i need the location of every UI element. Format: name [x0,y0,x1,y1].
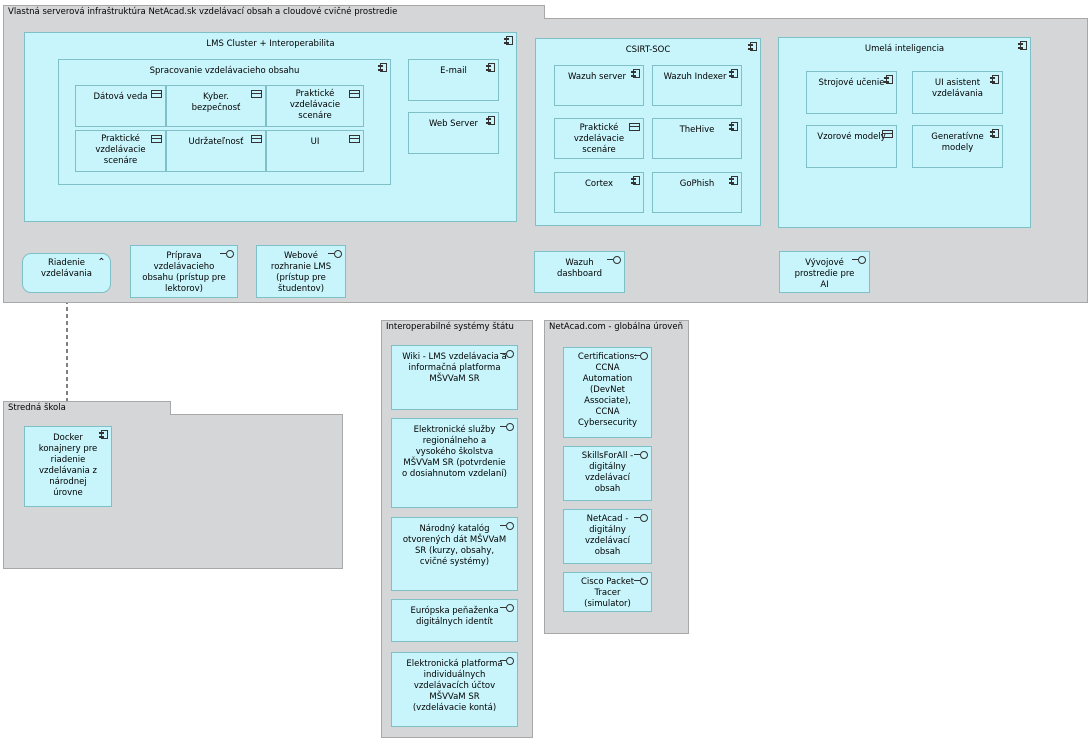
data-object-icon [349,90,360,98]
data-object-icon [151,135,162,143]
component-icon [486,63,495,72]
wazuh-server[interactable]: Wazuh server [554,65,644,106]
item-ai[interactable]: UI [266,130,364,172]
education-management[interactable]: Riadenie vzdelávania ⌃ [22,253,111,293]
content-processing-title: Spracovanie vzdelávacieho obsahu [149,66,300,76]
csirt-title: CSIRT-SOC [625,45,671,55]
function-icon: ⌃ [97,257,106,268]
item-cyber-security[interactable]: Kyber. bezpečnosť [166,85,266,127]
data-object-icon [882,130,893,138]
global-item-packet-tracer[interactable]: Cisco Packet Tracer (simulator) [563,572,652,612]
lms-cluster-title: LMS Cluster + Interoperabilita [206,39,335,49]
data-object-icon [151,90,162,98]
interface-icon [852,256,866,264]
ai-dev-environment[interactable]: Vývojové prostredie pre AI [779,251,870,293]
data-object-icon [629,123,640,131]
component-icon [99,430,108,439]
global-item-skillsforall[interactable]: SkillsForAll - digitálny vzdelávací obsa… [563,446,652,501]
ai-assistant[interactable]: UI asistent vzdelávania [912,71,1003,114]
webserver-component[interactable]: Web Server [408,112,499,154]
component-icon [729,122,738,131]
interface-icon [500,604,514,612]
component-icon [990,129,999,138]
global-item-netacad[interactable]: NetAcad - digitálny vzdelávací obsah [563,509,652,564]
interface-icon [500,350,514,358]
email-component[interactable]: E-mail [408,59,499,101]
thehive[interactable]: TheHive [652,118,742,159]
item-practical-scenarios-1[interactable]: Praktické vzdelávacie scenáre [266,85,364,127]
sample-models[interactable]: Vzorové modely [806,125,897,168]
interface-icon [634,352,648,360]
data-object-icon [251,90,262,98]
interface-icon [607,256,621,264]
wazuh-indexer[interactable]: Wazuh Indexer [652,65,742,106]
group-state-title: Interoperabilné systémy štátu [381,320,533,334]
global-item-certifications[interactable]: Certifications: CCNA Automation (DevNet … [563,347,652,438]
wazuh-dashboard[interactable]: Wazuh dashboard [534,251,625,293]
state-item-open-data[interactable]: Národný katalóg otvorených dát MŠVVaM SR… [391,517,518,591]
group-main-title: Vlastná serverová infraštruktúra NetAcad… [3,5,545,19]
lms-web-interface[interactable]: Webové rozhranie LMS (prístup pre študen… [256,245,346,298]
interface-icon [500,522,514,530]
csirt-scenarios[interactable]: Praktické vzdelávacie scenáre [554,118,644,159]
item-data-science[interactable]: Dátová veda [75,85,166,127]
generative-models[interactable]: Generatívne modely [912,125,1003,168]
state-item-eudi-wallet[interactable]: Európska peňaženka digitálnych identít [391,599,518,642]
gophish[interactable]: GoPhish [652,172,742,213]
component-icon [990,75,999,84]
component-icon [631,176,640,185]
data-object-icon [349,135,360,143]
component-icon [1018,41,1027,50]
interface-icon [634,451,648,459]
item-practical-scenarios-2[interactable]: Praktické vzdelávacie scenáre [75,130,166,172]
item-sustainability[interactable]: Udržateľnosť [166,130,266,172]
component-icon [729,176,738,185]
component-icon [729,69,738,78]
ai-title: Umelá inteligencia [864,44,945,54]
content-preparation[interactable]: Príprava vzdelávacieho obsahu (prístup p… [130,245,238,298]
interface-icon [500,423,514,431]
docker-containers[interactable]: Docker konajnery pre riadenie vzdelávani… [24,426,112,507]
cortex[interactable]: Cortex [554,172,644,213]
data-object-icon [251,135,262,143]
interface-icon [634,577,648,585]
interface-icon [328,250,342,258]
state-item-eservices[interactable]: Elektronické služby regionálneho a vysok… [391,418,518,508]
interface-icon [500,657,514,665]
machine-learning[interactable]: Strojové učenie [806,71,897,114]
interface-icon [220,250,234,258]
group-school-title: Stredná škola [3,401,171,415]
component-icon [378,63,387,72]
state-item-learning-accounts[interactable]: Elektronická platforma individuálnych vz… [391,652,518,727]
component-icon [631,69,640,78]
component-icon [884,75,893,84]
interface-icon [634,514,648,522]
component-icon [486,116,495,125]
state-item-wiki[interactable]: Wiki - LMS vzdelávacia a informačná plat… [391,345,518,410]
group-global-title: NetAcad.com - globálna úroveň [544,320,689,334]
component-icon [504,36,513,45]
component-icon [748,42,757,51]
